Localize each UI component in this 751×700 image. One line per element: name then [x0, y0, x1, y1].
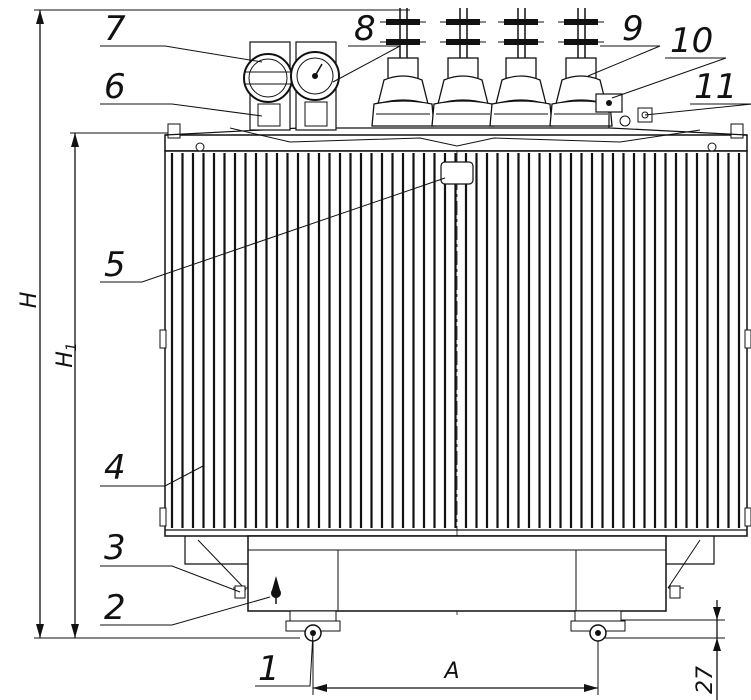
leader-lines	[100, 45, 751, 687]
dimension-27: 27	[598, 600, 725, 700]
callout-7: 7	[104, 9, 126, 49]
radiator-fins	[170, 153, 741, 528]
callout-8: 8	[354, 9, 376, 49]
wheel-right	[570, 610, 626, 642]
tank	[159, 123, 751, 615]
dimension-a-label: A	[442, 659, 459, 684]
dimension-27-label: 27	[693, 666, 718, 694]
callout-2: 2	[104, 588, 126, 628]
callout-9: 9	[622, 9, 644, 49]
dimension-h1-label: H1	[53, 342, 80, 367]
callout-4: 4	[104, 448, 126, 488]
callout-1: 1	[258, 649, 280, 689]
callout-3: 3	[104, 528, 126, 568]
callout-5: 5	[104, 245, 126, 285]
callout-6: 6	[104, 67, 126, 107]
dimension-h1: H1	[53, 132, 168, 638]
dimension-h-label: H	[17, 292, 42, 309]
dimension-a: A	[312, 640, 599, 695]
gauges	[243, 41, 340, 131]
bushings	[371, 8, 613, 127]
base-frame	[184, 535, 715, 642]
dimension-h: H	[17, 9, 410, 639]
callout-labels: 1 2 3 4 5 6 7 8 9 10 11	[104, 9, 737, 689]
callout-11: 11	[694, 67, 737, 107]
callout-10: 10	[670, 21, 713, 61]
